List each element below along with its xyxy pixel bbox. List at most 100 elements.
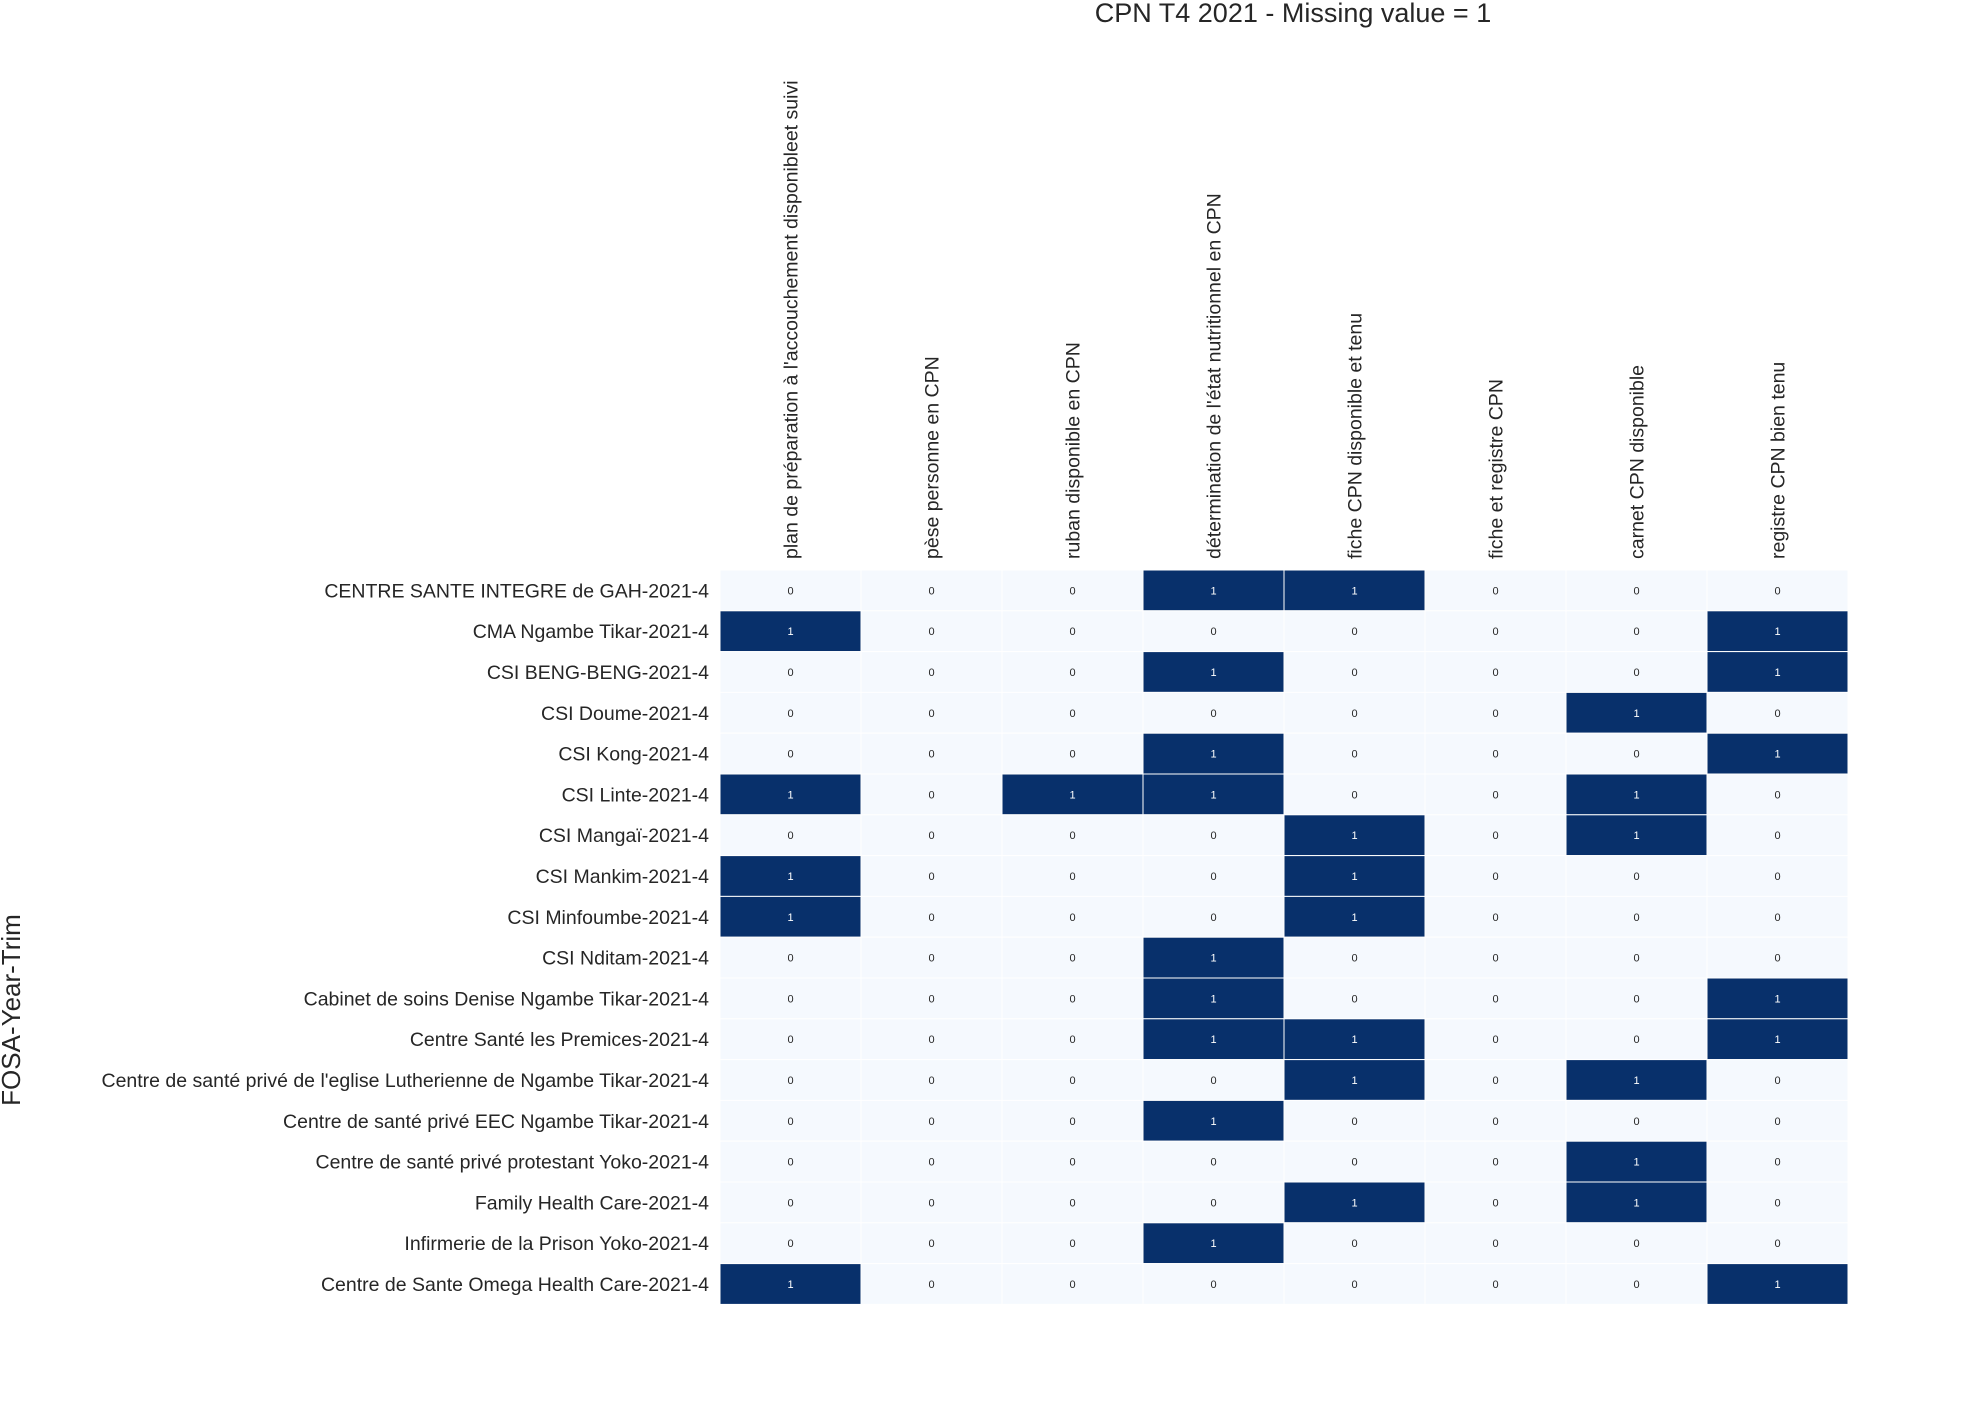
heatmap-cell xyxy=(1001,1059,1144,1101)
cell-value-label: 0 xyxy=(1069,585,1075,597)
cell-value-label: 0 xyxy=(1492,789,1498,801)
cell-value-label: 0 xyxy=(1210,708,1216,720)
cell-value-label: 0 xyxy=(928,830,934,842)
heatmap-cell xyxy=(719,1263,862,1305)
cell-value-label: 1 xyxy=(1351,830,1357,842)
heatmap-cell xyxy=(1001,1263,1144,1305)
heatmap-cell xyxy=(1001,814,1144,857)
cell-value-label: 0 xyxy=(928,626,934,638)
cell-value-label: 0 xyxy=(1069,1238,1075,1250)
cell-value-label: 0 xyxy=(1069,993,1075,1005)
row-tick-label: CSI Kong-2021-4 xyxy=(558,744,709,766)
heatmap-cell xyxy=(1424,569,1567,612)
cell-value-label: 0 xyxy=(928,871,934,883)
heatmap-cell xyxy=(1706,1099,1849,1142)
cell-value-label: 0 xyxy=(1633,912,1639,924)
cell-value-label: 0 xyxy=(1492,1279,1498,1291)
cell-value-label: 0 xyxy=(1069,1034,1075,1046)
cell-value-label: 0 xyxy=(787,1157,793,1169)
row-tick-label: Family Health Care-2021-4 xyxy=(475,1192,709,1214)
cell-value-label: 1 xyxy=(1633,708,1639,720)
cell-value-label: 0 xyxy=(1351,708,1357,720)
heatmap-cell xyxy=(719,1018,862,1061)
cell-value-label: 1 xyxy=(1210,667,1216,679)
heatmap-cell xyxy=(1424,1018,1567,1061)
heatmap-cell xyxy=(1706,1140,1849,1183)
cell-value-label: 1 xyxy=(1774,993,1780,1005)
heatmap-cell xyxy=(719,569,862,612)
column-tick-label: pèse personne en CPN xyxy=(922,356,944,559)
cell-value-label: 0 xyxy=(1492,626,1498,638)
row-tick-label: Infirmerie de la Prison Yoko-2021-4 xyxy=(404,1233,709,1255)
heatmap-cell xyxy=(719,814,862,857)
column-tick-label: ruban disponible en CPN xyxy=(1063,342,1085,559)
cell-value-label: 0 xyxy=(1351,1279,1357,1291)
cell-value-label: 0 xyxy=(928,1279,934,1291)
column-labels: plan de préparation à l'accouchement dis… xyxy=(781,80,1790,559)
cell-value-label: 0 xyxy=(1069,912,1075,924)
cell-value-label: 0 xyxy=(1210,1157,1216,1169)
cell-value-label: 0 xyxy=(1069,667,1075,679)
heatmap-cell xyxy=(1706,977,1849,1020)
cell-value-label: 1 xyxy=(787,626,793,638)
row-tick-label: Centre de Sante Omega Health Care-2021-4 xyxy=(321,1274,709,1296)
row-tick-label: Centre de santé privé EEC Ngambe Tikar-2… xyxy=(283,1111,709,1133)
row-tick-label: Centre Santé les Premices-2021-4 xyxy=(410,1029,709,1051)
heatmap-cell xyxy=(1001,1181,1144,1224)
cell-value-label: 1 xyxy=(1210,993,1216,1005)
heatmap-cell xyxy=(1565,732,1708,775)
heatmap-cell xyxy=(1142,1181,1285,1224)
cell-value-label: 0 xyxy=(787,830,793,842)
cell-value-label: 0 xyxy=(1069,626,1075,638)
chart-title: CPN T4 2021 - Missing value = 1 xyxy=(1095,0,1491,28)
cell-value-label: 1 xyxy=(1633,1157,1639,1169)
heatmap-cell xyxy=(1001,1018,1144,1061)
cell-value-label: 1 xyxy=(1210,1116,1216,1128)
row-tick-label: CSI Mankim-2021-4 xyxy=(536,866,710,888)
heatmap-cell xyxy=(1565,1018,1708,1061)
cell-value-label: 1 xyxy=(1210,749,1216,761)
heatmap-cell xyxy=(1142,1222,1285,1265)
cell-value-label: 0 xyxy=(1069,953,1075,965)
heatmap-cell xyxy=(860,610,1003,653)
heatmap-cell xyxy=(1001,651,1144,693)
cell-value-label: 0 xyxy=(1351,1157,1357,1169)
heatmap-cell xyxy=(719,691,862,734)
cell-value-label: 0 xyxy=(1774,1075,1780,1087)
heatmap-cell xyxy=(1424,1140,1567,1183)
heatmap-cell xyxy=(1706,651,1849,693)
heatmap-cell xyxy=(719,1099,862,1142)
heatmap-cell xyxy=(1142,569,1285,612)
cell-value-label: 0 xyxy=(1774,871,1780,883)
cell-value-label: 0 xyxy=(1069,1157,1075,1169)
heatmap-cell xyxy=(1565,1140,1708,1183)
cell-value-label: 0 xyxy=(1492,585,1498,597)
heatmap-cell xyxy=(1283,855,1426,897)
cell-value-label: 0 xyxy=(1210,871,1216,883)
cell-value-label: 0 xyxy=(928,708,934,720)
heatmap-cell xyxy=(860,936,1003,979)
heatmap-cell xyxy=(1142,1140,1285,1183)
heatmap-cell xyxy=(1283,732,1426,775)
row-tick-label: CSI Mangaï-2021-4 xyxy=(539,825,709,847)
heatmap-cell xyxy=(1424,773,1567,816)
heatmap-cell xyxy=(860,895,1003,938)
heatmap-cell xyxy=(719,1140,862,1183)
cell-value-label: 0 xyxy=(787,585,793,597)
cell-value-label: 0 xyxy=(1774,1238,1780,1250)
row-tick-label: Cabinet de soins Denise Ngambe Tikar-202… xyxy=(304,988,710,1010)
heatmap-cell xyxy=(1565,936,1708,979)
heatmap-cell xyxy=(1565,1059,1708,1101)
heatmap-cell xyxy=(1424,732,1567,775)
heatmap-cell xyxy=(1001,691,1144,734)
cell-value-label: 0 xyxy=(1774,789,1780,801)
cell-value-label: 0 xyxy=(1492,1157,1498,1169)
cell-value-label: 1 xyxy=(1351,871,1357,883)
cell-value-label: 0 xyxy=(1774,1116,1780,1128)
cell-value-label: 1 xyxy=(1069,789,1075,801)
cell-value-label: 1 xyxy=(787,789,793,801)
cell-value-label: 1 xyxy=(1351,1197,1357,1209)
heatmap-cell xyxy=(1565,977,1708,1020)
heatmap-cell xyxy=(1001,569,1144,612)
